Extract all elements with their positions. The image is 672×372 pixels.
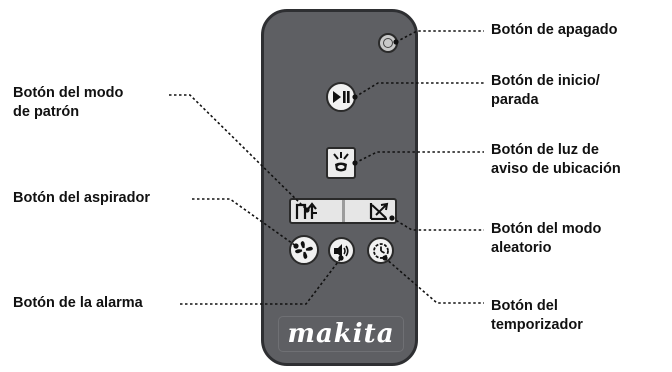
- leader-alarm: [180, 257, 342, 305]
- leader-random: [391, 217, 484, 231]
- dot-power: [393, 39, 399, 45]
- label-timer-button: Botón del temporizador: [491, 298, 583, 333]
- play-pause-icon: [333, 91, 350, 103]
- leader-start-stop: [354, 82, 484, 98]
- leader-vacuum: [192, 198, 297, 247]
- dot-vacuum: [293, 243, 299, 249]
- dot-timer: [382, 255, 388, 261]
- dot-random: [389, 215, 395, 221]
- leader-locator: [354, 151, 484, 164]
- label-vacuum-button: Botón del aspirador: [13, 190, 150, 206]
- dot-locator: [352, 160, 358, 166]
- start-stop-button[interactable]: [326, 82, 356, 112]
- remote-control: [261, 9, 418, 366]
- random-mode-icon: [369, 202, 389, 220]
- random-mode-button[interactable]: [366, 202, 392, 220]
- dot-alarm: [338, 255, 344, 261]
- locator-light-icon: [333, 152, 349, 172]
- power-icon: [383, 38, 393, 48]
- dot-pattern: [304, 207, 310, 213]
- brand-logo-plate: makita: [278, 316, 404, 352]
- fan-icon: [295, 241, 313, 259]
- label-alarm-button: Botón de la alarma: [13, 295, 143, 311]
- brand-logo: makita: [287, 319, 395, 349]
- label-pattern-mode-button: Botón del modo de patrón: [13, 85, 124, 120]
- speaker-icon: [333, 243, 349, 258]
- label-locator-button: Botón de luz de aviso de ubicación: [491, 142, 621, 177]
- leader-pattern: [169, 94, 308, 211]
- label-random-mode-button: Botón del modo aleatorio: [491, 221, 602, 256]
- label-power-button: Botón de apagado: [491, 22, 618, 38]
- mode-bar-divider: [342, 200, 345, 222]
- label-start-stop-button: Botón de inicio/ parada: [491, 73, 600, 108]
- clock-icon: [372, 242, 389, 259]
- leader-power: [395, 30, 484, 43]
- vacuum-button[interactable]: [289, 235, 319, 265]
- leader-timer: [384, 257, 484, 304]
- timer-button[interactable]: [367, 237, 394, 264]
- dot-start-stop: [352, 94, 358, 100]
